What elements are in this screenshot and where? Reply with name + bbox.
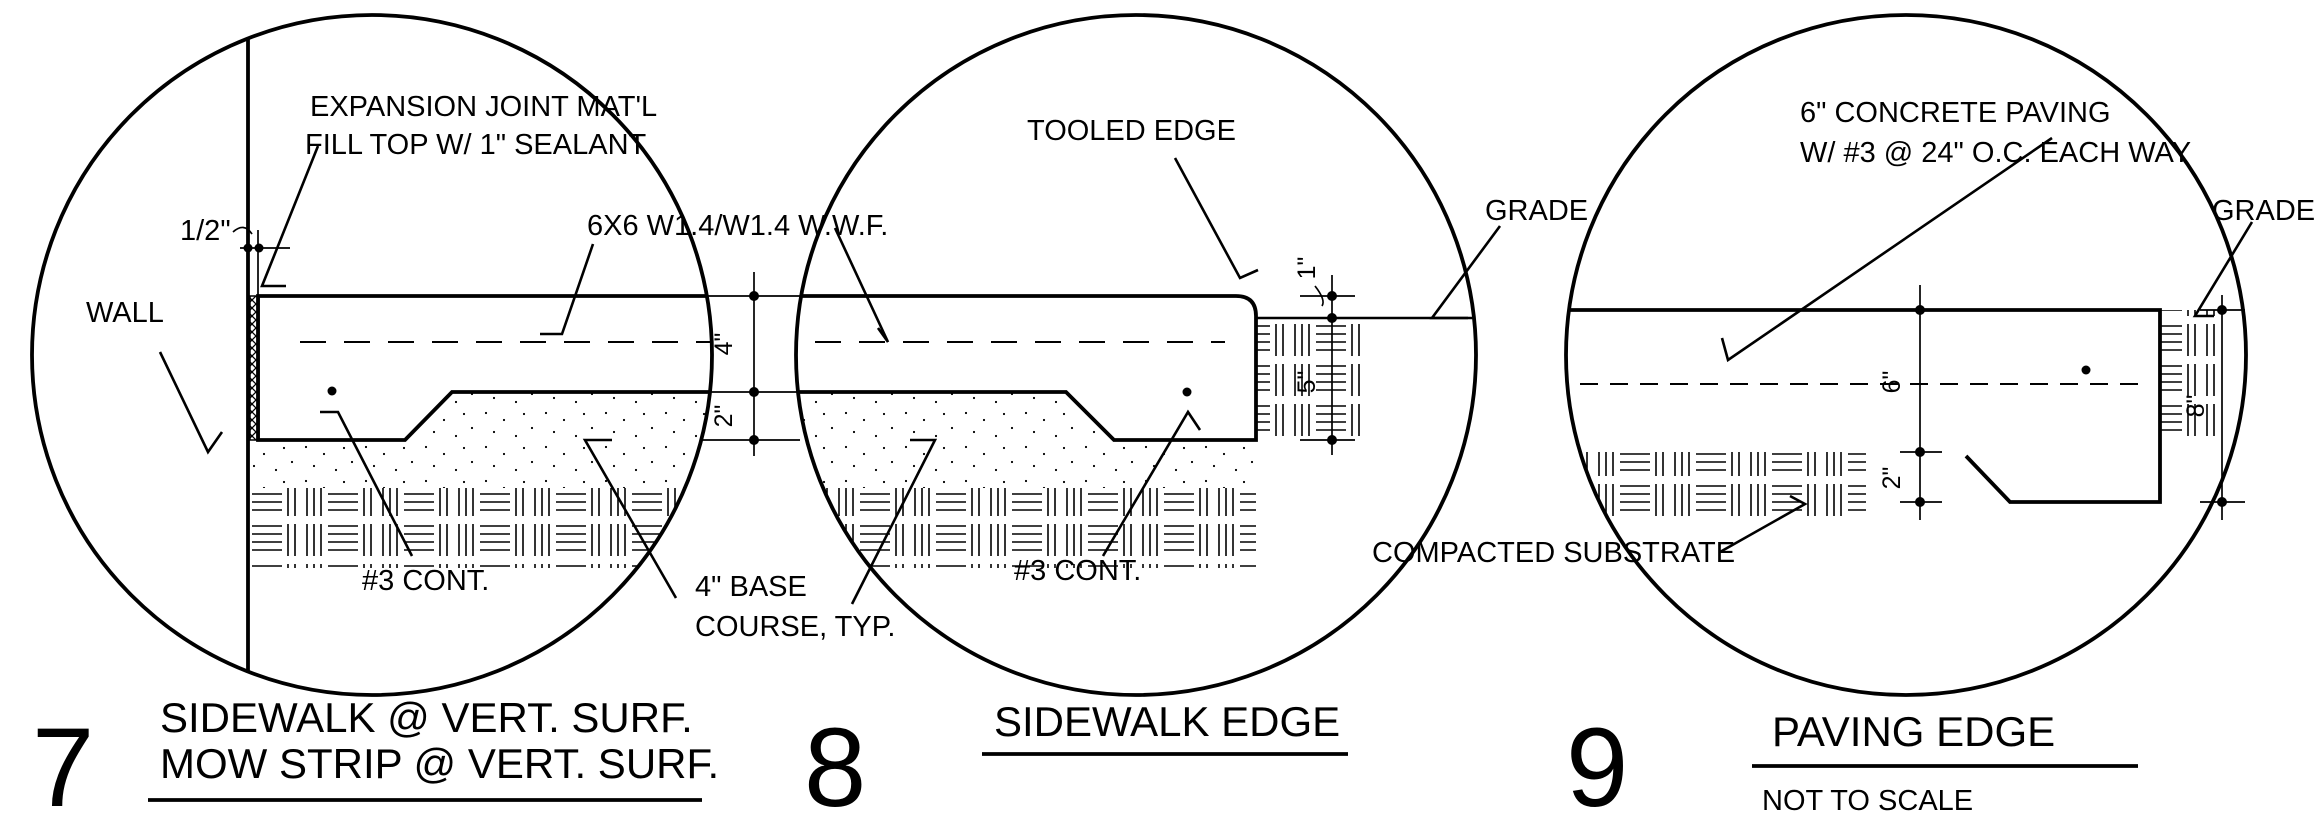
detail-8-tooled-edge-label: TOOLED EDGE	[1027, 115, 1236, 147]
detail-8-edge-soil	[1256, 316, 1366, 440]
detail-7-expansion-joint-label-1: EXPANSION JOINT MAT'L	[310, 91, 657, 123]
detail-8-rebar-label: #3 CONT.	[1014, 555, 1141, 587]
detail-7-expansion-joint-label-2: FILL TOP W/ 1" SEALANT	[305, 129, 647, 161]
detail-8-base-course	[796, 392, 1256, 488]
detail-9-paving-label-1: 6" CONCRETE PAVING	[1800, 97, 2111, 129]
detail-9-title: PAVING EDGE	[1772, 708, 2055, 755]
detail-9-bubble	[1564, 13, 2248, 697]
detail-9-subgrade	[1566, 452, 1866, 516]
detail-8: 1" 5" TOOLED EDGE GRADE #3 CONT. 8 SIDEW…	[794, 13, 1588, 830]
detail-8-dim-5: 5"	[1293, 371, 1321, 394]
detail-9-paving-label-2: W/ #3 @ 24" O.C. EACH WAY	[1800, 137, 2191, 169]
detail-7-wall-label: WALL	[86, 297, 164, 329]
detail-9-dim-2: 2"	[1878, 467, 1906, 490]
detail-7: 4" 2" 1/2" EXPANSION JOINT MAT'L FILL TO…	[30, 13, 895, 830]
detail-7-title-line-2: MOW STRIP @ VERT. SURF.	[160, 740, 719, 787]
detail-7-title-line-1: SIDEWALK @ VERT. SURF.	[160, 694, 693, 741]
detail-9-grade-label: GRADE	[2212, 195, 2315, 227]
detail-8-title: SIDEWALK EDGE	[994, 698, 1340, 745]
detail-7-base-course	[252, 392, 712, 488]
detail-8-grade-label: GRADE	[1485, 195, 1588, 227]
detail-7-bubble	[30, 13, 714, 697]
detail-9-dim-8: 8"	[2182, 395, 2210, 418]
detail-7-dim-2: 2"	[710, 405, 738, 428]
detail-8-number: 8	[804, 705, 866, 830]
detail-8-bubble	[794, 13, 1478, 697]
detail-7-rebar-label: #3 CONT.	[362, 565, 489, 597]
detail-8-dim-1: 1"	[1293, 257, 1321, 280]
detail-7-half-inch-label: 1/2"	[180, 215, 231, 247]
detail-8-slab	[796, 294, 1258, 442]
detail-9-subtitle: NOT TO SCALE	[1762, 785, 1973, 817]
detail-7-dim-4: 4"	[710, 333, 738, 356]
detail-7-base-course-label-2: COURSE, TYP.	[695, 611, 895, 643]
detail-9-slab	[1566, 308, 2162, 504]
detail-7-wwf-label: 6X6 W1.4/W1.4 W.W.F.	[587, 210, 888, 242]
detail-9: 6" 2" 8" 6" CONCRETE PAVING W/ #3 @ 24" …	[1372, 13, 2315, 830]
detail-9-substrate-label: COMPACTED SUBSTRATE	[1372, 537, 1735, 569]
detail-7-number: 7	[32, 705, 94, 830]
detail-7-expansion-joint	[249, 295, 260, 441]
detail-7-base-course-label-1: 4" BASE	[695, 571, 807, 603]
detail-8-subgrade	[796, 488, 1256, 568]
detail-9-number: 9	[1566, 705, 1628, 830]
detail-9-edge-soil	[2160, 310, 2220, 440]
detail-9-dim-6: 6"	[1878, 371, 1906, 394]
